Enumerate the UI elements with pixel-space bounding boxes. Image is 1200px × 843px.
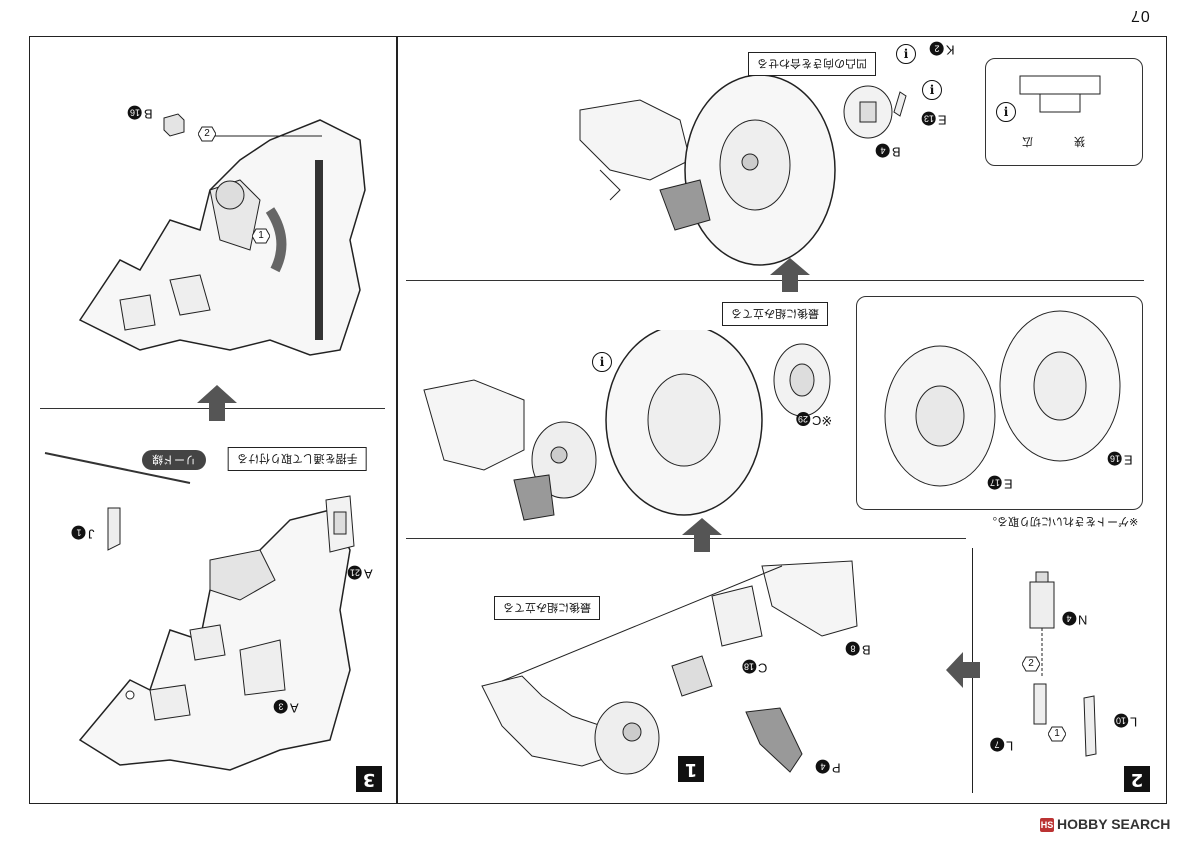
info-icon-mid: i [592, 352, 612, 372]
part-label-a3: A3 [274, 700, 299, 716]
callout-align-grooves: 凹凸の向きを合わせる [748, 52, 876, 76]
info-icon-top: i [896, 44, 916, 64]
part-number-badge: 18 [742, 660, 756, 674]
chassis-frame-illustration-top [78, 119, 366, 356]
part-label-e17: E17 [988, 476, 1013, 492]
part-label-p4: P4 [816, 760, 841, 776]
step-number-1: 1 [678, 756, 704, 782]
part-j1-illustration [107, 507, 121, 551]
orientation-detail-illustration [1019, 75, 1101, 113]
instruction-frame [29, 36, 1167, 804]
callout-attach-through-handrail: 手摺を通して取り付ける [228, 447, 367, 471]
flow-arrow-step2 [946, 652, 980, 688]
part-label-b8: B8 [846, 642, 871, 658]
part-number-badge: 4 [816, 760, 830, 774]
part-number-badge: 4 [1062, 612, 1076, 626]
part-number-badge: 8 [846, 642, 860, 656]
part-label-l7: L7 [990, 738, 1013, 754]
wheel-hub-assembly-illustration [423, 330, 763, 521]
panel-divider-right-top [406, 280, 1144, 281]
shock-absorber-illustration [1029, 571, 1097, 757]
note-gate-trim: ※ゲートをきれいに切り取る。 [986, 515, 1139, 527]
part-number-badge: 1 [72, 526, 86, 540]
part-label-e13: E13 [922, 112, 947, 128]
part-label-b4: B4 [876, 144, 901, 160]
part-number-badge: 3 [274, 700, 288, 714]
part-label-j1: J1 [72, 526, 95, 542]
info-icon-inset: i [996, 102, 1016, 122]
part-label-l10: L10 [1114, 714, 1138, 730]
callout-assemble-last-top: 最後に組み立てる [722, 302, 828, 326]
lead-wire-illustration [44, 452, 191, 484]
part-number-badge: 17 [988, 476, 1002, 490]
part-number-badge: 16 [1108, 452, 1122, 466]
order-mark-2-step2: 2 [1022, 656, 1040, 672]
part-label-e16: E16 [1108, 452, 1133, 468]
part-number-badge: 7 [990, 738, 1004, 752]
flow-arrow-left [197, 385, 237, 421]
part-p4-illustration [745, 707, 803, 773]
part-c29-illustration [773, 343, 831, 417]
flow-arrow-right-top [770, 258, 810, 292]
swingarm-assembly-illustration [481, 560, 858, 775]
pill-lead-wire: リード線 [142, 450, 206, 470]
panel-divider-vertical [396, 36, 398, 804]
part-a21-illustration [325, 495, 355, 553]
part-number-badge: 4 [876, 144, 890, 158]
part-label-c18: C18 [742, 660, 768, 676]
flow-arrow-right-mid [682, 518, 722, 552]
dim-label-narrow: 狭 [1074, 135, 1085, 147]
part-number-badge: 10 [1114, 714, 1128, 728]
info-icon-top-2: i [922, 80, 942, 100]
part-b16-illustration [163, 113, 185, 137]
order-mark-1-top: 1 [252, 228, 270, 244]
panel-divider-right-mid [406, 538, 966, 539]
part-number-badge: 2 [930, 42, 944, 56]
part-label-k2: K2 [930, 42, 955, 58]
hobby-search-logo-icon: HS [1040, 818, 1054, 833]
disc-detail-illustration [884, 310, 1121, 487]
inset-detail-box-orientation [985, 58, 1143, 166]
part-e13-b4-illustration [843, 85, 907, 139]
brake-disc-assembly-illustration [579, 74, 836, 266]
part-label-b16: B16 [128, 106, 153, 122]
part-label-a21: A21 [348, 566, 373, 582]
part-number-badge: 21 [348, 566, 362, 580]
part-number-badge: 16 [128, 106, 142, 120]
page-number: 07 [1130, 7, 1150, 24]
step-number-2: 2 [1124, 766, 1150, 792]
part-number-badge: 13 [922, 112, 936, 126]
step-number-3: 3 [356, 766, 382, 792]
part-label-c29: ※C29 [796, 412, 833, 428]
part-label-n4: N4 [1062, 612, 1087, 628]
dim-label-wide: 広 [1022, 135, 1033, 147]
inset-detail-box-disc [856, 296, 1143, 510]
part-number-badge: 29 [796, 412, 810, 427]
order-mark-1-step2: 1 [1048, 726, 1066, 742]
callout-assemble-last-bottom: 最後に組み立てる [494, 596, 600, 620]
order-mark-2-top: 2 [198, 126, 216, 142]
footer-logo-text: HOBBY SEARCH [1057, 816, 1171, 832]
